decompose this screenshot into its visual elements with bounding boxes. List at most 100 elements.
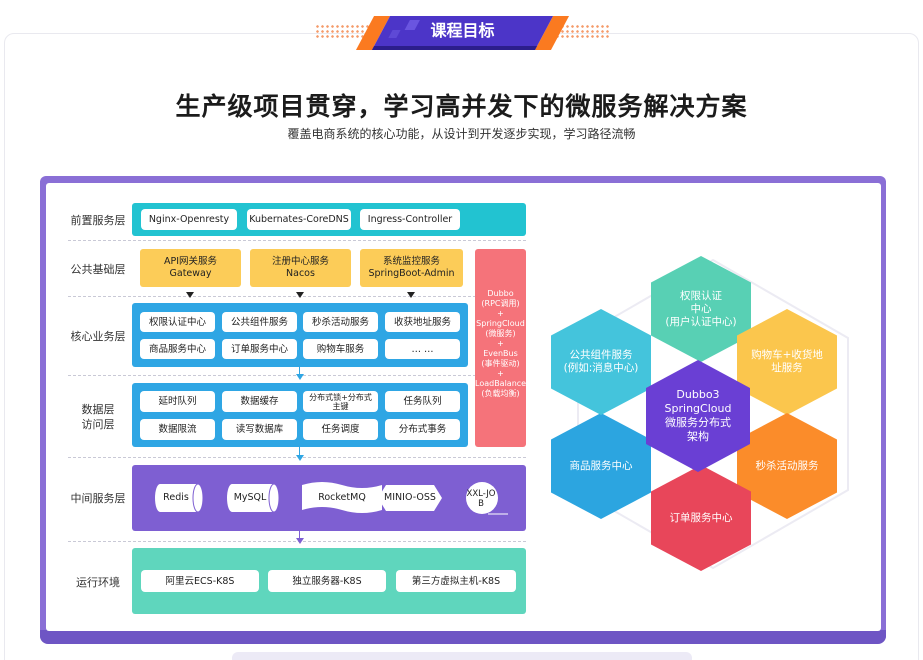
hex-text: 订单服务中心 bbox=[669, 511, 733, 524]
hex-text: 公共组件服务 bbox=[569, 349, 633, 361]
public-gateway-name: API网关服务 bbox=[163, 256, 218, 267]
runtime-item: 第三方虚拟主机-K8S bbox=[396, 570, 516, 592]
architecture-frame-base bbox=[40, 630, 886, 644]
hex-text: 权限认证 bbox=[679, 289, 722, 302]
data-item: 读写数据库 bbox=[222, 419, 297, 440]
middle-item-redis: Redis bbox=[163, 491, 189, 503]
dubbo-line: (事件驱动) bbox=[481, 359, 520, 368]
minio-icon bbox=[378, 485, 442, 511]
middle-item-minio: MINIO-OSS bbox=[384, 491, 436, 503]
data-item: 任务队列 bbox=[385, 391, 460, 412]
public-monitor-name: 系统监控服务 bbox=[382, 256, 440, 267]
redis-icon bbox=[155, 483, 204, 513]
dubbo-line: + bbox=[497, 339, 504, 348]
hex-text: (例如:消息中心) bbox=[563, 362, 639, 374]
front-item-ingress: Ingress-Controller bbox=[360, 209, 460, 230]
section-banner: 课程目标 bbox=[315, 10, 610, 52]
arrow-down-icon bbox=[296, 455, 304, 461]
hex-text: 商品服务中心 bbox=[569, 459, 633, 472]
rocketmq-icon bbox=[302, 482, 382, 513]
arrow-down-icon bbox=[296, 538, 304, 544]
dubbo-line: + bbox=[497, 369, 504, 378]
core-item: 收获地址服务 bbox=[385, 312, 460, 332]
hex-text: 架构 bbox=[686, 430, 709, 443]
layer-label-data-line2: 访问层 bbox=[81, 418, 115, 431]
layer-label-front: 前置服务层 bbox=[70, 214, 126, 227]
core-item: 购物车服务 bbox=[303, 339, 378, 359]
layer-label-middle: 中间服务层 bbox=[70, 492, 126, 505]
front-item-coredns: Kubernates-CoreDNS bbox=[247, 209, 351, 230]
hex-seckill: 秒杀活动服务 bbox=[737, 413, 837, 519]
core-item: 公共组件服务 bbox=[222, 312, 297, 332]
layer-label-data-line1: 数据层 bbox=[81, 403, 115, 416]
middleware-icons bbox=[155, 482, 508, 515]
middle-item-mysql: MySQL bbox=[233, 491, 267, 503]
hex-text: Dubbo3 bbox=[676, 388, 720, 401]
hex-cart-address: 购物车+收货地 址服务 bbox=[737, 309, 837, 415]
data-item: 延时队列 bbox=[140, 391, 215, 412]
dubbo-line: (负载均衡) bbox=[481, 389, 520, 398]
connector-line bbox=[299, 367, 300, 376]
public-item-gateway: API网关服务 Gateway bbox=[140, 249, 241, 287]
banner-label: 课程目标 bbox=[430, 21, 495, 40]
data-item: 数据限流 bbox=[140, 419, 215, 440]
runtime-item: 阿里云ECS-K8S bbox=[141, 570, 259, 592]
public-item-monitor: 系统监控服务 SpringBoot-Admin bbox=[360, 249, 463, 287]
hex-text: 中心 bbox=[690, 302, 712, 315]
layer-label-core: 核心业务层 bbox=[70, 330, 126, 343]
core-item: 秒杀活动服务 bbox=[303, 312, 378, 332]
arrow-down-icon bbox=[407, 292, 415, 298]
connector-line bbox=[299, 447, 300, 456]
public-nacos-name: 注册中心服务 bbox=[271, 256, 329, 267]
data-item: 分布式锁+分布式主键 bbox=[303, 391, 378, 412]
data-item: 任务调度 bbox=[303, 419, 378, 440]
dubbo-line: EvenBus bbox=[483, 349, 518, 358]
arrow-down-icon bbox=[296, 374, 304, 380]
core-item: … … bbox=[385, 339, 460, 359]
hex-product-center: 商品服务中心 bbox=[551, 413, 651, 519]
hex-text: 址服务 bbox=[771, 362, 803, 374]
middle-item-xxljob: XXL-JOB bbox=[466, 489, 496, 509]
hex-order-center: 订单服务中心 bbox=[651, 465, 751, 571]
core-item: 订单服务中心 bbox=[222, 339, 297, 359]
middle-item-rocketmq: RocketMQ bbox=[318, 491, 366, 503]
public-item-nacos: 注册中心服务 Nacos bbox=[250, 249, 351, 287]
layer-divider bbox=[68, 240, 526, 241]
hex-text: 微服务分布式 bbox=[664, 416, 731, 429]
data-item: 分布式事务 bbox=[385, 419, 460, 440]
layer-label-public: 公共基础层 bbox=[70, 263, 126, 276]
layer-label-data: 数据层 访问层 bbox=[58, 402, 138, 432]
hex-text: 购物车+收货地 bbox=[751, 349, 823, 361]
page-title: 生产级项目贯穿，学习高并发下的微服务解决方案 bbox=[175, 92, 748, 121]
dubbo-line: LoadBalance bbox=[475, 379, 527, 388]
data-item: 数据缓存 bbox=[222, 391, 297, 412]
core-item: 商品服务中心 bbox=[140, 339, 215, 359]
arrow-down-icon bbox=[296, 292, 304, 298]
dubbo-line: Dubbo bbox=[487, 289, 514, 298]
hex-auth-center: 权限认证 中心 (用户认证中心) bbox=[651, 256, 751, 362]
public-nacos-tech: Nacos bbox=[286, 268, 315, 279]
hex-text: SpringCloud bbox=[664, 402, 732, 415]
front-item-nginx: Nginx-Openresty bbox=[141, 209, 237, 230]
page-subtitle: 覆盖电商系统的核心功能，从设计到开发逐步实现，学习路径流畅 bbox=[287, 127, 636, 141]
dubbo-line: SpringCloud bbox=[476, 319, 525, 328]
hex-text: 秒杀活动服务 bbox=[755, 459, 819, 472]
mysql-icon bbox=[227, 483, 280, 513]
layer-label-runtime: 运行环境 bbox=[76, 576, 120, 589]
public-monitor-tech: SpringBoot-Admin bbox=[368, 268, 455, 279]
banner-dots-left bbox=[315, 24, 375, 38]
arrow-down-icon bbox=[186, 292, 194, 298]
banner-dots-right bbox=[550, 24, 610, 38]
hex-text: (用户认证中心) bbox=[665, 315, 737, 328]
xxljob-icon bbox=[466, 482, 498, 514]
connector-line bbox=[299, 531, 300, 539]
dubbo-line: (RPC调用) bbox=[481, 299, 520, 308]
bottom-ribbon bbox=[232, 652, 692, 660]
runtime-item: 独立服务器-K8S bbox=[268, 570, 386, 592]
dubbo-column: Dubbo (RPC调用) + SpringCloud (微服务) + Even… bbox=[475, 249, 526, 447]
hex-common-components: 公共组件服务 (例如:消息中心) bbox=[551, 309, 651, 415]
dubbo-line: + bbox=[497, 309, 504, 318]
dubbo-line: (微服务) bbox=[485, 329, 516, 338]
public-gateway-tech: Gateway bbox=[169, 268, 212, 279]
core-item: 权限认证中心 bbox=[140, 312, 215, 332]
